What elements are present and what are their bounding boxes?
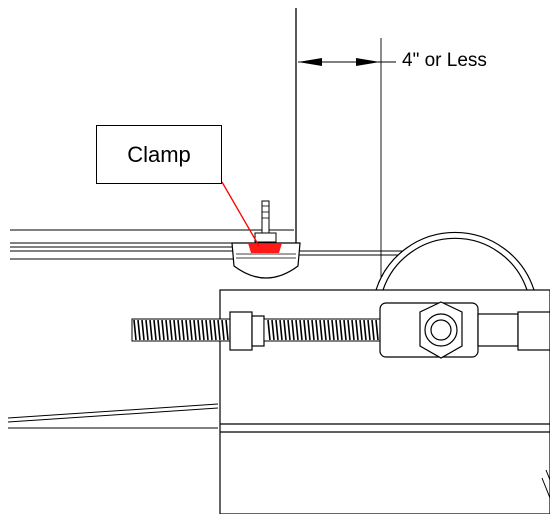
thread-mark	[327, 319, 331, 341]
thread-mark	[153, 319, 157, 341]
dimension-label: 4" or Less	[402, 50, 487, 71]
thread-mark	[367, 319, 371, 341]
thread-mark	[149, 319, 153, 341]
turnbuckle-block	[379, 301, 550, 359]
thread-mark	[303, 319, 307, 341]
thread-mark	[141, 319, 145, 341]
thread-mark	[145, 319, 149, 341]
thread-mark	[283, 319, 287, 341]
thread-mark	[157, 319, 161, 341]
thread-mark	[189, 319, 193, 341]
threaded-rod	[131, 311, 383, 351]
thread-mark	[339, 319, 343, 341]
callout-leader-line	[221, 181, 260, 247]
clamp-assembly	[231, 200, 301, 279]
thread-mark	[371, 319, 375, 341]
thread-mark	[173, 319, 177, 341]
thread-mark	[315, 319, 319, 341]
thread-mark	[165, 319, 169, 341]
thread-mark	[137, 319, 141, 341]
thread-mark	[185, 319, 189, 341]
thread-mark	[311, 319, 315, 341]
dimension-arrow	[298, 58, 396, 66]
thread-mark	[177, 319, 181, 341]
thread-mark	[323, 319, 327, 341]
thread-mark	[193, 319, 197, 341]
thread-mark	[201, 319, 205, 341]
thread-mark	[343, 319, 347, 341]
thread-mark	[279, 319, 283, 341]
thread-mark	[335, 319, 339, 341]
clamp-callout-label: Clamp	[127, 141, 191, 167]
lower-rail	[7, 403, 219, 429]
thread-mark	[295, 319, 299, 341]
thread-mark	[225, 319, 229, 341]
horizontal-rails	[10, 229, 420, 260]
thread-mark	[291, 319, 295, 341]
clamp-callout-box: Clamp	[96, 125, 222, 184]
thread-mark	[221, 319, 225, 341]
thread-mark	[351, 319, 355, 341]
thread-mark	[197, 319, 201, 341]
thread-mark	[319, 319, 323, 341]
thread-mark	[355, 319, 359, 341]
thread-mark	[375, 319, 379, 341]
thread-mark	[205, 319, 209, 341]
thread-mark	[347, 319, 351, 341]
thread-mark	[181, 319, 185, 341]
thread-mark	[267, 319, 271, 341]
thread-mark	[217, 319, 221, 341]
thread-mark	[275, 319, 279, 341]
thread-mark	[271, 319, 275, 341]
right-edge-detail	[541, 469, 550, 499]
thread-mark	[307, 319, 311, 341]
thread-mark	[363, 319, 367, 341]
thread-mark	[287, 319, 291, 341]
thread-mark	[209, 319, 213, 341]
thread-mark	[213, 319, 217, 341]
thread-mark	[299, 319, 303, 341]
thread-mark	[161, 319, 165, 341]
pulley-wheel	[375, 231, 535, 291]
thread-mark	[169, 319, 173, 341]
thread-mark	[133, 319, 137, 341]
thread-mark	[359, 319, 363, 341]
thread-mark	[331, 319, 335, 341]
